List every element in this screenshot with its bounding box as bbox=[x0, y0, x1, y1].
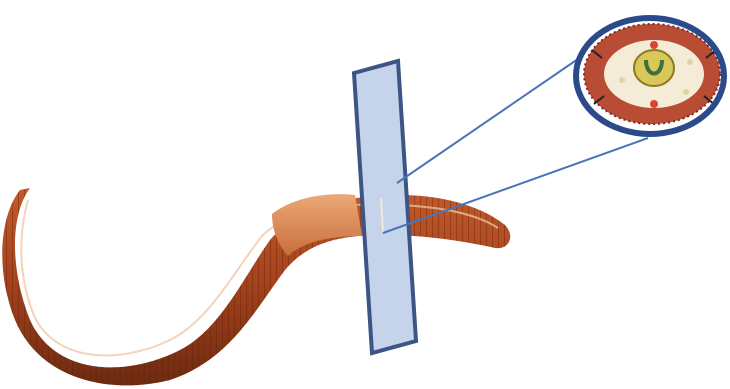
worm-segments bbox=[2, 188, 510, 385]
section-plane bbox=[354, 61, 416, 353]
clitellum bbox=[272, 194, 362, 256]
gut-wall bbox=[634, 50, 674, 86]
dorsal-vessel bbox=[650, 41, 658, 49]
earthworm bbox=[2, 188, 510, 385]
pointer-line-upper bbox=[397, 48, 594, 183]
ventral-nerve-cord bbox=[650, 100, 658, 108]
cross-section-inset bbox=[576, 18, 724, 134]
pointer-line-lower bbox=[383, 138, 648, 233]
